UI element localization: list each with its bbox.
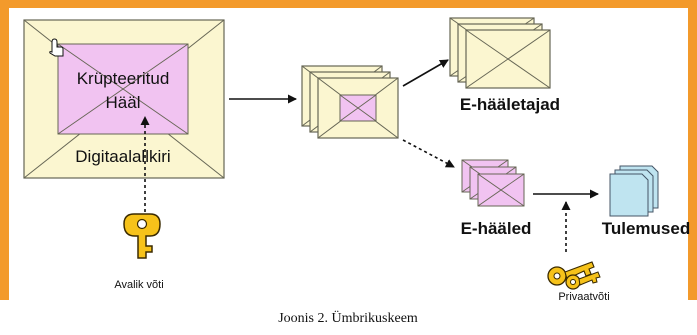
voters-label: E-hääletajad (460, 95, 560, 114)
encrypted-vote-label-line2: Hääl (106, 93, 141, 112)
private-key-label: Privaatvõti (558, 291, 609, 303)
figure-caption: Joonis 2. Ümbrikuskeem (278, 309, 418, 326)
e-votes-label: E-hääled (461, 219, 532, 238)
frame-right-border (688, 0, 697, 300)
key-icon (123, 213, 161, 259)
e-votes-envelope-stack (461, 159, 525, 207)
arrow-to-voters (402, 59, 449, 87)
digital-signature-label: Digitaalallkiri (75, 147, 170, 166)
stacked-envelope (465, 29, 551, 89)
documents-icon (609, 165, 659, 217)
hand-cursor-icon (49, 38, 64, 57)
signed-envelope: Krüpteeritud Hääl Digitaalallkiri (23, 19, 225, 179)
inner-envelope-fold (57, 43, 189, 135)
keys-icon (547, 261, 601, 290)
frame-left-border (0, 0, 9, 300)
encrypted-vote-label-line1: Krüpteeritud (77, 69, 170, 88)
arrow-to-e-votes (402, 139, 455, 168)
public-key-label: Avalik võti (114, 279, 163, 291)
results-label: Tulemused (602, 219, 690, 238)
voters-envelope-stack (449, 17, 551, 89)
stacked-envelope (317, 77, 399, 139)
frame-top-border (0, 0, 697, 8)
stacked-envelope (477, 173, 525, 207)
envelope-stack (301, 65, 399, 139)
